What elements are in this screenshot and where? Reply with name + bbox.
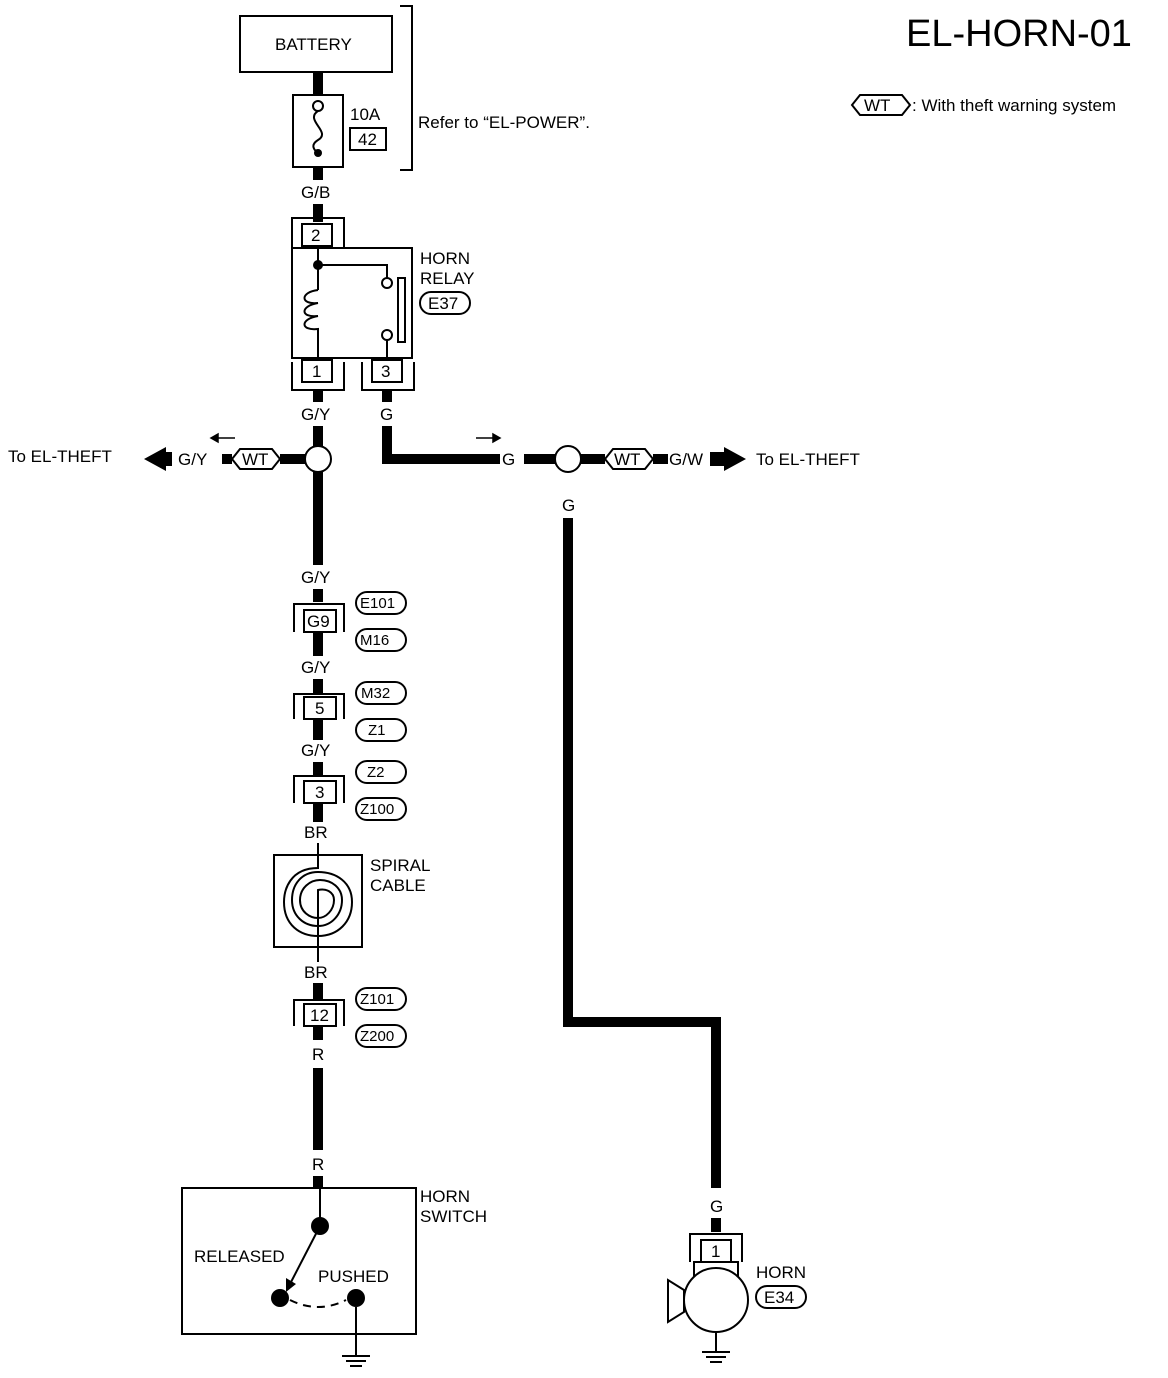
- switch-blade-arrow-icon: [286, 1278, 296, 1292]
- joint-connector-code: Z200: [360, 1028, 394, 1045]
- fuse-terminal-top: [312, 100, 324, 112]
- left-wt-badge-text: WT: [242, 450, 268, 469]
- right-theft-target: To EL-THEFT: [756, 450, 860, 469]
- joint-connector-code: Z100: [360, 801, 394, 818]
- horn-switch-box: [181, 1187, 417, 1335]
- switch-travel-arc: [289, 1299, 347, 1308]
- horn-switch-label-1: HORN: [420, 1187, 470, 1206]
- fuse-element-icon: [312, 110, 323, 154]
- legend: WT : With theft warning system: [850, 94, 1116, 116]
- refer-text: Refer to “EL-POWER”.: [418, 113, 590, 132]
- spiral-cable-icon: [282, 855, 354, 947]
- horn-switch-label-2: SWITCH: [420, 1207, 487, 1226]
- wt-legend-badge: [850, 94, 912, 116]
- joint-connector-3: 3 Z2 Z100: [293, 760, 407, 821]
- relay-pin2: 2: [311, 226, 320, 245]
- relay-pin3: 3: [381, 362, 390, 381]
- right-theft-arrow: [710, 447, 746, 471]
- wire-color-g-down: G: [562, 496, 575, 515]
- wire-color-br-2: BR: [304, 963, 328, 982]
- wire-color-gw: G/W: [669, 450, 703, 469]
- right-wt-badge-text: WT: [614, 450, 640, 469]
- horn-body-icon: [683, 1267, 749, 1333]
- spiral-cable-label-1: SPIRAL: [370, 856, 430, 875]
- horn-connector: E34: [764, 1288, 794, 1307]
- switch-pushed-label: PUSHED: [318, 1267, 389, 1286]
- relay-internal-wire: [317, 248, 388, 290]
- wire-color-gy-4: G/Y: [301, 741, 330, 760]
- horn-pin: 1: [711, 1242, 720, 1261]
- joint-connector-pin: 5: [315, 699, 324, 718]
- wire-color-gy-left: G/Y: [178, 450, 207, 469]
- wire-color-gb: G/B: [301, 183, 330, 202]
- horn-pin-housing: [689, 1233, 743, 1262]
- battery-box: [239, 15, 393, 73]
- wire-color-g-mid: G: [502, 450, 515, 469]
- wire-g-to-horn: [563, 518, 721, 1188]
- joint-connector-pin: 3: [315, 783, 324, 802]
- fuse-rating: 10A: [350, 105, 381, 124]
- relay-contact-top: [381, 277, 393, 289]
- joint-connector-pin: G9: [307, 612, 330, 631]
- wire-color-gy-2: G/Y: [301, 568, 330, 587]
- battery-label: BATTERY: [275, 35, 352, 54]
- relay-coil-icon: [303, 289, 319, 358]
- joint-connector-12: 12 Z101 Z200: [293, 987, 407, 1048]
- relay-pin1-box: [301, 359, 333, 383]
- wt-legend-badge-text: WT: [864, 96, 890, 115]
- horn-ground-icon: [702, 1351, 730, 1363]
- left-theft-arrow: [144, 447, 172, 471]
- relay-pin1: 1: [312, 362, 321, 381]
- joint-connector-code: Z101: [360, 991, 394, 1008]
- fuse-number: 42: [358, 130, 377, 149]
- switch-released-label: RELEASED: [194, 1247, 285, 1266]
- joint-connector-code: Z1: [368, 722, 386, 739]
- horn-label: HORN: [756, 1263, 806, 1282]
- switch-released-contact: [271, 1289, 289, 1307]
- relay-pin2-box: [301, 223, 333, 247]
- horn-connector-badge: [755, 1285, 807, 1309]
- switch-ground-icon: [342, 1355, 370, 1367]
- relay-pin3-box: [371, 359, 403, 383]
- wire-color-br-1: BR: [304, 823, 328, 842]
- horn-relay-label-1: HORN: [420, 249, 470, 268]
- left-theft-target: To EL-THEFT: [8, 447, 112, 466]
- wire-color-gy-3: G/Y: [301, 658, 330, 677]
- wire-color-r-2: R: [312, 1155, 324, 1174]
- horn-relay-label-2: RELAY: [420, 269, 475, 288]
- switch-pushed-contact: [347, 1289, 365, 1307]
- fuse-number-box: [349, 127, 387, 151]
- switch-blade: [289, 1225, 321, 1285]
- wire-color-g-horn: G: [710, 1197, 723, 1216]
- relay-armature-icon: [397, 277, 406, 343]
- horn-relay-connector-badge: [419, 291, 471, 315]
- relay-contact-bottom: [381, 329, 393, 341]
- wire-color-gy-1: G/Y: [301, 405, 330, 424]
- page-title: EL-HORN-01: [906, 13, 1132, 55]
- left-flow-arrow-icon: [209, 432, 235, 444]
- left-wt-badge: [230, 448, 282, 470]
- horn-relay-connector: E37: [428, 294, 458, 313]
- wire-color-g-relay: G: [380, 405, 393, 424]
- joint-connector-code: E101: [360, 595, 395, 612]
- right-splice: [554, 445, 582, 473]
- joint-connector-g9: G9 E101 M16: [293, 591, 407, 652]
- legend-text: : With theft warning system: [912, 96, 1116, 115]
- joint-connector-pin: 12: [310, 1006, 329, 1025]
- horn-bell-icon: [667, 1278, 685, 1324]
- joint-connector-code: M32: [361, 685, 390, 702]
- wire-color-r-1: R: [312, 1045, 324, 1064]
- spiral-cable-label-2: CABLE: [370, 876, 426, 895]
- joint-connector-5: 5 M32 Z1: [293, 681, 407, 742]
- refer-bracket: [400, 5, 413, 171]
- joint-connector-code: Z2: [367, 764, 385, 781]
- relay-pin2-housing: [291, 217, 345, 248]
- right-flow-arrow-icon: [476, 432, 502, 444]
- joint-connector-code: M16: [360, 632, 389, 649]
- wire-g-to-right-splice: [382, 426, 500, 464]
- left-splice: [304, 445, 332, 473]
